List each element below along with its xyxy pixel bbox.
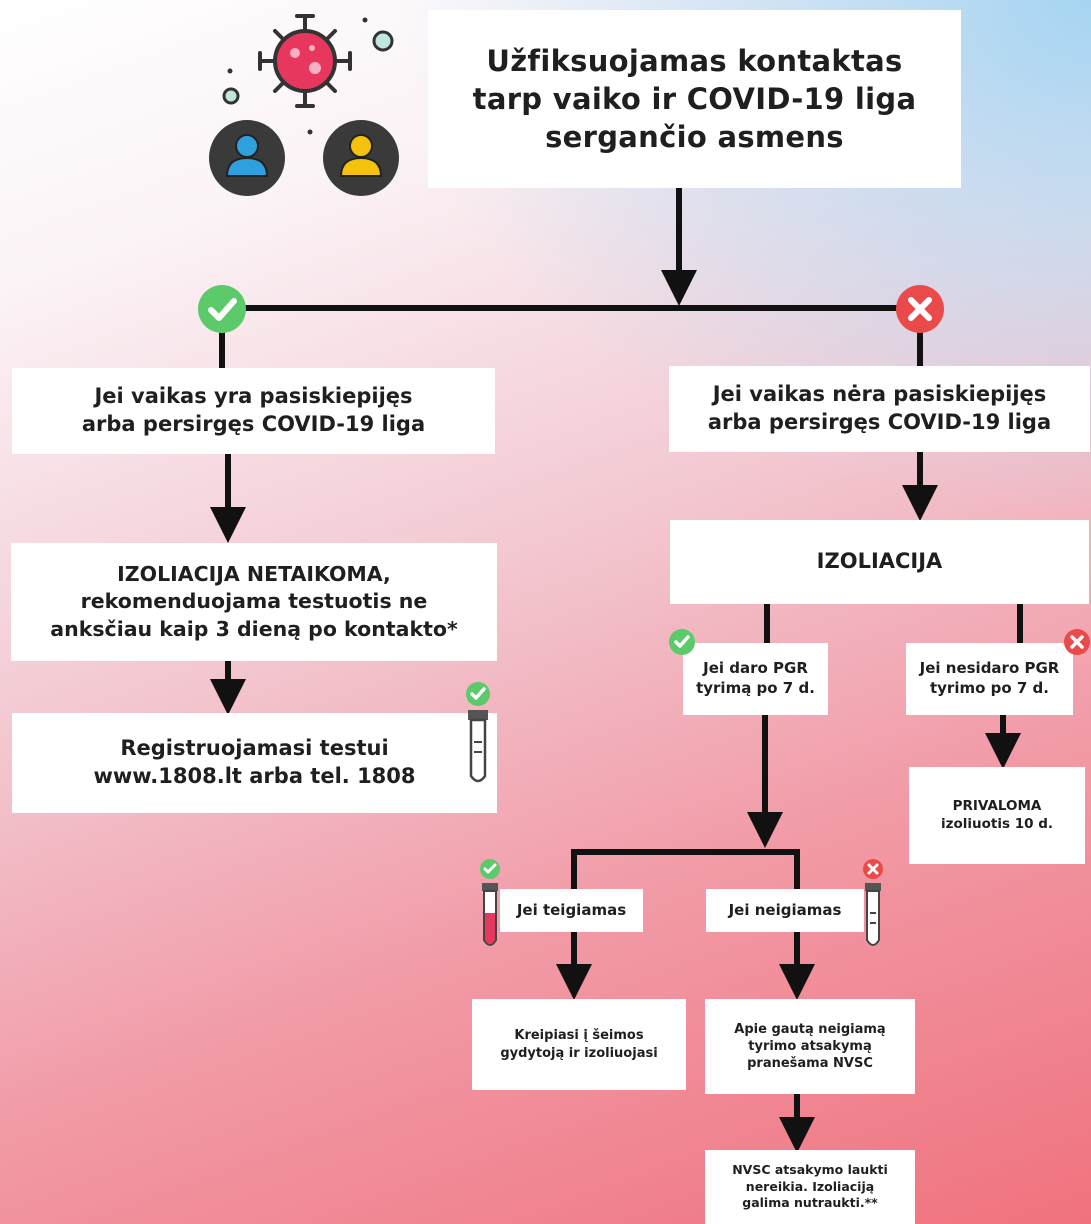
virus-icon [258, 14, 352, 108]
contact-doctor-box: Kreipiasi į šeimos gydytoją ir izoliuoja… [472, 999, 686, 1090]
test-tube-icon [480, 859, 500, 946]
vaccinated-condition-box: Jei vaikas yra pasiskiepijęs arba persir… [12, 368, 495, 454]
check-icon [198, 285, 246, 333]
cross-icon [896, 285, 944, 333]
test-tube-icon [863, 859, 883, 946]
negative-result-box: Jei neigiamas [706, 889, 864, 932]
person-icon [209, 120, 285, 196]
report-nvsc-box: Apie gautą neigiamą tyrimo atsakymą pran… [705, 999, 915, 1094]
unvaccinated-condition-box: Jei vaikas nėra pasiskiepijęs arba persi… [669, 366, 1090, 452]
positive-result-box: Jei teigiamas [500, 889, 643, 932]
test-tube-icon [466, 682, 490, 783]
check-icon [669, 629, 695, 655]
end-isolation-box: NVSC atsakymo laukti nereikia. Izoliacij… [705, 1150, 915, 1224]
register-test-box: Registruojamasi testui www.1808.lt arba … [12, 713, 497, 813]
mandatory-isolation-box: PRIVALOMA izoliuotis 10 d. [909, 767, 1085, 864]
person-icon [323, 120, 399, 196]
covid-contact-illustration [209, 14, 399, 196]
no-isolation-box: IZOLIACIJA NETAIKOMA, rekomenduojama tes… [11, 543, 497, 661]
cross-icon [1064, 629, 1090, 655]
pgr-yes-box: Jei daro PGR tyrimą po 7 d. [683, 643, 828, 715]
title-box: Užfiksuojamas kontaktas tarp vaiko ir CO… [428, 10, 961, 188]
isolation-box: IZOLIACIJA [670, 520, 1089, 604]
pgr-no-box: Jei nesidaro PGR tyrimo po 7 d. [906, 643, 1073, 715]
